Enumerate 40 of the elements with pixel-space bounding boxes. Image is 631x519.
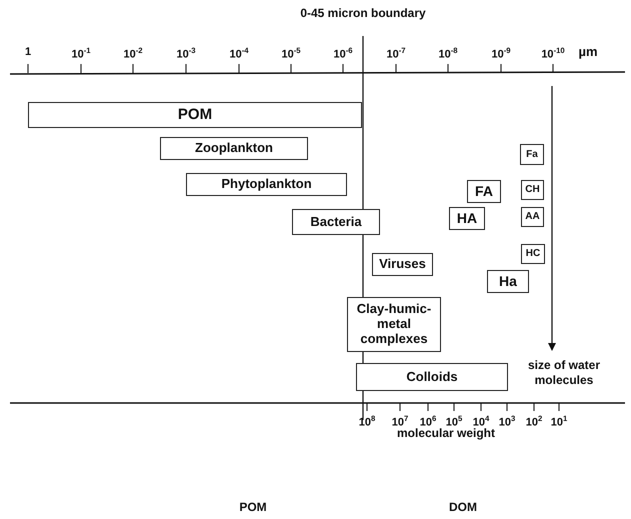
size-range-box: HA	[449, 207, 485, 230]
tick-label: 10$^{1}$	[550, 414, 568, 429]
size-range-box: HC	[521, 244, 545, 264]
size-range-box: Zooplankton	[160, 137, 308, 160]
tick-label: 10$^{5}$	[446, 414, 462, 429]
tick-label: 10$^{-8}$	[438, 46, 458, 61]
annotation-text: size of water molecules	[516, 352, 612, 394]
tick-label: 10$^{3}$	[498, 414, 516, 429]
size-range-box: Viruses	[372, 253, 433, 276]
axis-title: molecular weight	[396, 426, 496, 440]
tick-label: 10$^{7}$	[392, 414, 408, 429]
size-range-box: Phytoplankton	[186, 173, 347, 196]
size-range-box: Fa	[520, 144, 544, 165]
tick-label: 10$^{-4}$	[229, 46, 249, 61]
region-label: DOM	[449, 500, 477, 514]
region-label: POM	[239, 500, 267, 514]
size-range-box: POM	[28, 102, 362, 128]
tick-label: 10$^{-9}$	[491, 46, 511, 61]
tick-label: 10$^{-2}$	[123, 46, 143, 61]
unit-label: µm	[578, 44, 598, 59]
tick-label: 10$^{2}$	[526, 414, 542, 429]
size-range-box: Clay-humic-metal complexes	[347, 297, 441, 352]
tick-label: 10$^{4}$	[472, 414, 490, 429]
size-range-box: AA	[521, 207, 544, 227]
size-range-box: CH	[521, 180, 544, 200]
tick-label: 10$^{-6}$	[333, 46, 353, 61]
size-range-box: Ha	[487, 270, 529, 293]
tick-label: 10$^{-3}$	[176, 46, 196, 61]
tick-label: 10$^{-10}$	[541, 46, 565, 61]
tick-label: 10$^{-5}$	[281, 46, 301, 61]
tick-label: 10$^{-1}$	[71, 46, 91, 61]
tick-label: 10$^{8}$	[358, 414, 376, 429]
boundary-label: 0-45 micron boundary	[300, 6, 426, 20]
size-range-box: Bacteria	[292, 209, 380, 235]
tick-label: 10$^{-7}$	[386, 46, 406, 61]
size-range-box: FA	[467, 180, 501, 203]
size-range-box: Colloids	[356, 363, 508, 391]
arrow	[548, 86, 556, 351]
tick-label: 1	[24, 46, 32, 58]
tick-label: 10$^{6}$	[420, 414, 436, 429]
